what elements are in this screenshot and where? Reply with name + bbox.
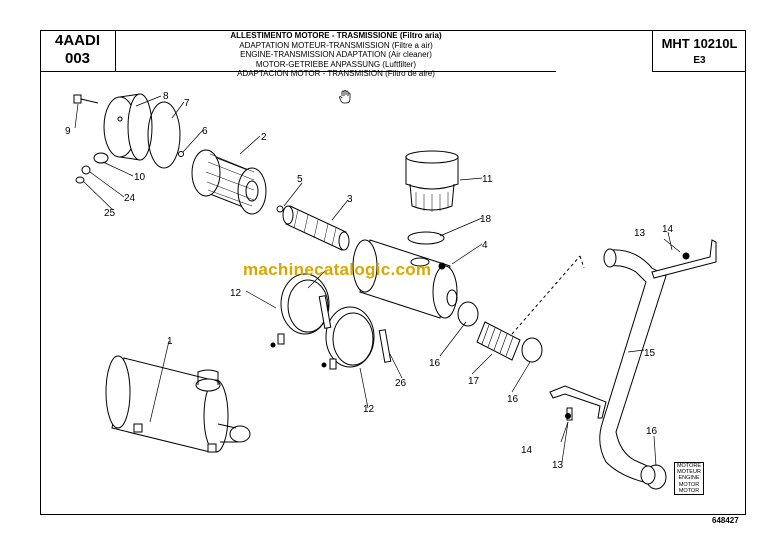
upper-bracket — [651, 239, 717, 279]
filter-cartridge — [191, 149, 267, 215]
mounting-band-upper — [270, 273, 330, 348]
label-part-12-upper: 12 — [230, 288, 242, 299]
bellows-hose — [476, 321, 521, 361]
hose-clamp-a — [457, 301, 479, 327]
title-block: ALLESTIMENTO MOTORE - TRASMISSIONE (Filt… — [116, 30, 556, 78]
mounting-band-lower — [321, 306, 375, 370]
clamp-part-24 — [81, 165, 91, 175]
intake-pipe — [599, 248, 667, 485]
pre-cleaner — [405, 150, 459, 212]
washer-part-25 — [75, 176, 85, 184]
label-part-6: 6 — [202, 126, 208, 137]
title-spanish: ADAPTACION MOTOR - TRANSMISION (Filtro d… — [237, 69, 435, 78]
model-code-line1: 4AADI — [54, 32, 100, 49]
connection-dashed-line — [511, 255, 585, 335]
label-part-18: 18 — [480, 214, 492, 225]
model-code-line2: 003 — [64, 50, 91, 67]
legend-line-2: MOTEUR — [677, 469, 701, 476]
watermark-text: machinecatalogic.com — [243, 260, 432, 279]
section-code: E3 — [693, 55, 706, 66]
label-part-9: 9 — [65, 126, 71, 137]
label-part-16-a: 16 — [429, 358, 441, 369]
strap-lower — [378, 329, 392, 363]
label-part-14-upper: 14 — [662, 224, 674, 235]
label-part-26: 26 — [395, 378, 407, 389]
label-part-24: 24 — [124, 193, 136, 204]
label-part-17: 17 — [468, 376, 480, 387]
filter-housing — [352, 239, 458, 319]
label-part-11: 11 — [482, 174, 493, 185]
legend-line-3: ENGINE — [678, 475, 700, 482]
cover-bolt — [73, 94, 99, 104]
label-part-16-b: 16 — [507, 394, 519, 405]
hose-clamp-b — [521, 337, 543, 363]
hand-cursor-icon — [339, 90, 351, 104]
legend-line-5: MOTOR — [678, 487, 700, 494]
model-code-box: 4AADI 003 — [40, 30, 116, 72]
small-plug — [178, 151, 184, 157]
safety-filter — [282, 205, 350, 251]
engine-legend-box: MOTORE MOTEUR ENGINE MOTOR MOTOR — [674, 462, 704, 496]
label-part-25: 25 — [104, 208, 116, 219]
filter-seal — [276, 205, 284, 213]
label-part-15: 15 — [644, 348, 656, 359]
label-part-1: 1 — [167, 336, 173, 347]
label-part-8: 8 — [163, 91, 169, 102]
legend-line-1: MOTORE — [676, 463, 702, 469]
label-part-13-upper: 13 — [634, 228, 646, 239]
label-part-4: 4 — [482, 240, 488, 251]
exploded-parts-diagram: 8 7 6 2 9 10 24 25 5 3 11 18 4 12 12 1 2… — [65, 91, 717, 490]
leader-lines — [74, 95, 681, 467]
drawing-frame — [40, 30, 746, 515]
label-part-3: 3 — [347, 194, 353, 205]
label-part-14-lower: 14 — [521, 445, 533, 456]
title-english: ENGINE-TRANSMISSION ADAPTATION (Air clea… — [240, 50, 432, 59]
label-part-7: 7 — [184, 98, 190, 109]
label-part-5: 5 — [297, 174, 303, 185]
label-part-12-lower: 12 — [363, 404, 375, 415]
machine-model: MHT 10210L — [661, 36, 738, 51]
air-cleaner-housing — [105, 355, 251, 453]
machine-box: MHT 10210L E3 — [652, 30, 746, 72]
dust-valve — [93, 152, 109, 164]
strap-upper — [318, 295, 332, 329]
legend-line-4: MOTOR — [678, 481, 700, 488]
pre-cleaner-clamp — [407, 231, 445, 245]
title-german: MOTOR-GETRIEBE ANPASSUNG (Luftfilter) — [255, 59, 417, 69]
document-number: 648427 — [712, 516, 739, 525]
label-part-13-lower: 13 — [552, 460, 564, 471]
title-french: ADAPTATION MOTEUR-TRANSMISSION (Filtre a… — [239, 40, 433, 50]
label-part-10: 10 — [134, 172, 146, 183]
air-cleaner-cover — [103, 93, 153, 161]
part-number-labels: 8 7 6 2 9 10 24 25 5 3 11 18 4 12 12 1 2… — [65, 91, 674, 471]
label-part-2: 2 — [261, 132, 267, 143]
label-part-16-c: 16 — [646, 426, 658, 437]
title-italian: ALLESTIMENTO MOTORE - TRASMISSIONE (Filt… — [230, 31, 442, 40]
lower-bracket — [549, 385, 607, 421]
o-ring — [147, 101, 181, 169]
